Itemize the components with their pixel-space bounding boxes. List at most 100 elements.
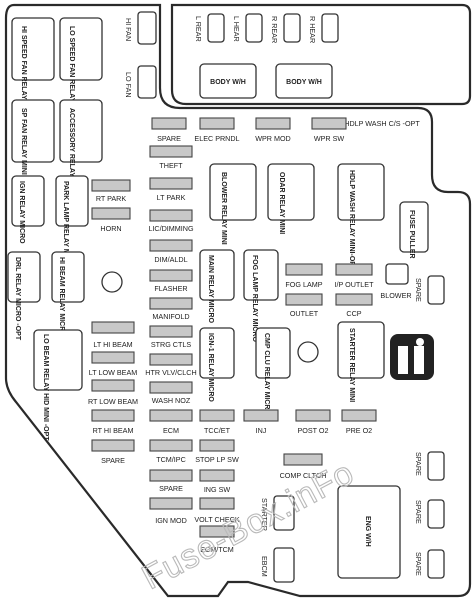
relay-hi-beam: HI BEAM RELAY MICRO <box>51 251 85 337</box>
fuse-hi-fan: HI FAN <box>124 11 157 45</box>
relay-label: STARTER RELAY MINI <box>348 328 355 402</box>
fuse-label: SPARE <box>414 278 423 302</box>
fuse-manifold <box>149 297 193 310</box>
fuse-ip-outlet <box>335 263 373 276</box>
fuse-comp-clutch <box>283 453 323 466</box>
fuse-label: L HEAR <box>232 16 241 42</box>
fuse-elec-prndl <box>199 117 235 130</box>
fuse-lt-low-beam <box>91 351 135 364</box>
fuse-label: ECM <box>163 426 179 435</box>
relay-label: ODAR RELAY MINI <box>278 172 285 234</box>
fuse-strg-ctls <box>149 325 193 338</box>
fuse-label: OUTLET <box>290 309 319 318</box>
fuse-label: TCC/ET <box>204 426 231 435</box>
upper-panel-outline <box>170 3 472 106</box>
fuse-lt-hi-beam <box>91 321 135 334</box>
fuse-spare-right-4: SPARE <box>414 549 445 579</box>
fuse-ing-sw <box>199 469 235 482</box>
fuse-lt-park <box>149 177 193 190</box>
fuse-label: ELEC PRNDL <box>194 134 239 143</box>
fuse-label: LO FAN <box>124 72 133 98</box>
hdlp-wash-cs: HDLP WASH C/S -OPT <box>344 119 420 128</box>
fuse-label: HTR VLV/CLCH <box>145 368 196 377</box>
fuse-label: POST O2 <box>297 426 328 435</box>
relay-ign: IGN RELAY MICRO <box>11 175 45 244</box>
fuse-label: LT HI BEAM <box>93 340 132 349</box>
relay-cmp-clu: CMP CLU RELAY MICRO <box>255 327 291 415</box>
block-label: FUSE PULLER <box>408 210 415 259</box>
relay-sp-fan: SP FAN RELAY MINI <box>11 99 55 175</box>
fuse-blower: BLOWER <box>380 263 412 300</box>
fuse-spare-top <box>151 117 187 130</box>
block-label: BODY W/H <box>286 79 322 86</box>
fuse-spare-left <box>91 439 135 452</box>
relay-drl: DRL RELAY MICRO -OPT <box>7 251 41 341</box>
fuse-label: LT LOW BEAM <box>89 368 137 377</box>
eng-wh-connector: ENG W/H <box>337 485 401 579</box>
block-label: BODY W/H <box>210 79 246 86</box>
fuse-label: ING SW <box>204 485 231 494</box>
fuse-lic-dimming <box>149 209 193 222</box>
fuse-label: STRG CTLS <box>151 340 192 349</box>
relay-label: BLOWER RELAY MINI <box>220 172 227 245</box>
fuse-label: STARTER <box>260 498 269 531</box>
fuse-label: TCM/IPC <box>156 455 186 464</box>
fuse-label: PRE O2 <box>346 426 372 435</box>
relay-hi-speed-fan: HI SPEED FAN RELAY MINI <box>11 17 55 116</box>
relay-label: IGN RELAY MICRO <box>18 181 25 244</box>
relay-blower: BLOWER RELAY MINI <box>209 163 257 245</box>
body-wh-connector-1: BODY W/H <box>199 63 257 99</box>
fuse-label: I/P OUTLET <box>334 280 374 289</box>
fuse-label: SPARE <box>414 452 423 476</box>
fuse-ecm-tcm <box>199 525 235 538</box>
fuse-label: EBCM <box>260 556 269 577</box>
fuse-label: WPR SW <box>314 134 345 143</box>
relay-fog-lamp: FOG LAMP RELAY MICRO <box>243 249 279 343</box>
body-wh-connector-2: BODY W/H <box>275 63 333 99</box>
connector-symbol <box>390 334 434 380</box>
fuse-rt-hi-beam <box>91 409 135 422</box>
fuse-r-rear: R REAR <box>270 13 301 43</box>
fuse-tcm-ipc <box>149 439 193 452</box>
fuse-tcc-et <box>199 409 235 422</box>
fuse-puller: FUSE PULLER <box>399 201 429 259</box>
fuse-label: WPR MOD <box>255 134 291 143</box>
fuse-inj <box>243 409 279 422</box>
fuse-wash-noz <box>149 381 193 394</box>
fuse-l-hear: L HEAR <box>232 13 263 43</box>
fuse-post-o2 <box>295 409 331 422</box>
relay-label: MAIN RELAY MICRO <box>207 255 214 324</box>
fuse-label: THEFT <box>159 161 183 170</box>
fuse-ebcm: EBCM <box>260 547 295 583</box>
fuse-ccp <box>335 293 373 306</box>
fuse-wpr-mod <box>255 117 291 130</box>
relay-label: HI SPEED FAN RELAY MINI <box>20 26 27 116</box>
fuse-rt-low-beam <box>91 379 135 392</box>
fuse-spare-right-3: SPARE <box>414 499 445 529</box>
fuse-horn <box>91 207 131 220</box>
fuse-starter: STARTER <box>260 495 295 531</box>
fuse-label: RT LOW BEAM <box>88 397 138 406</box>
fuse-label: HORN <box>100 224 121 233</box>
relay-ign1: IGN-1 RELAY MICRO <box>199 327 235 402</box>
fuse-dim-aldl <box>149 239 193 252</box>
relay-main: MAIN RELAY MICRO <box>199 249 235 324</box>
fuse-label: R REAR <box>270 16 279 43</box>
fuse-label: SPARE <box>159 484 183 493</box>
fuse-label: L REAR <box>194 16 203 42</box>
fuse-label: R HEAR <box>308 16 317 43</box>
relay-odar: ODAR RELAY MINI <box>267 163 315 234</box>
fuse-outlet <box>285 293 323 306</box>
fuse-spare-center <box>149 469 193 482</box>
relay-lo-beam: LO BEAM RELAY HID MINI -OPT <box>33 329 83 441</box>
fuse-label: COMP CLTCH <box>280 471 327 480</box>
fuse-label: LT PARK <box>157 193 186 202</box>
fuse-spare-right-2: SPARE <box>414 451 445 481</box>
fuse-label: HI FAN <box>124 18 133 41</box>
relay-label: CMP CLU RELAY MICRO <box>263 333 270 415</box>
fuse-label: VOLT CHECK <box>194 515 239 524</box>
relay-label: ACCESSORY RELAY MINI <box>68 108 75 194</box>
fuse-label: SPARE <box>101 456 125 465</box>
fuse-box-outline <box>4 3 472 598</box>
